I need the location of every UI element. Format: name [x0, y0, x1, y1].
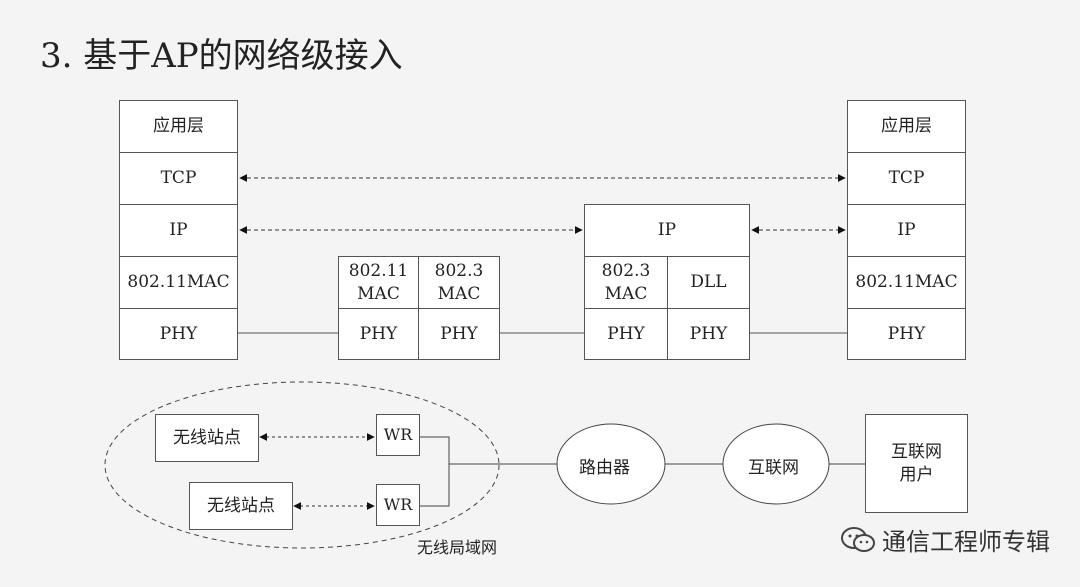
router-phy-right: PHY: [667, 308, 750, 360]
wireless-station-2: 无线站点: [189, 482, 293, 530]
router-node: [556, 423, 666, 505]
internet-user: 互联网 用户: [865, 414, 968, 513]
left-mac-layer: 802.11MAC: [119, 256, 238, 309]
watermark: 通信工程师专辑: [840, 522, 1050, 557]
ap-8023-mac: 802.3 MAC: [418, 256, 500, 309]
ap-80211-mac: 802.11 MAC: [338, 256, 419, 309]
wr-1: WR: [376, 414, 420, 456]
router-ip-layer: IP: [584, 204, 750, 257]
router-8023-mac: 802.3 MAC: [584, 256, 668, 309]
right-app-layer: 应用层: [847, 100, 966, 153]
left-ip-layer: IP: [119, 204, 238, 257]
right-mac-layer: 802.11MAC: [847, 256, 966, 309]
wr-2: WR: [376, 484, 420, 526]
wlan-boundary: [104, 381, 500, 549]
left-app-layer: 应用层: [119, 100, 238, 153]
ap-phy-right: PHY: [418, 308, 500, 360]
wlan-label: 无线局域网: [417, 538, 498, 557]
left-tcp-layer: TCP: [119, 152, 238, 205]
page-title: 3. 基于AP的网络级接入: [40, 36, 403, 76]
wechat-icon: [841, 526, 875, 552]
internet-node: [722, 423, 830, 505]
internet-label: 互联网: [748, 458, 799, 478]
router-phy-left: PHY: [584, 308, 668, 360]
right-phy-layer: PHY: [847, 308, 966, 360]
router-label: 路由器: [579, 458, 630, 478]
wireless-station-1: 无线站点: [155, 414, 259, 462]
left-phy-layer: PHY: [119, 308, 238, 360]
router-dll: DLL: [667, 256, 750, 309]
watermark-text: 通信工程师专辑: [882, 528, 1050, 556]
right-tcp-layer: TCP: [847, 152, 966, 205]
right-ip-layer: IP: [847, 204, 966, 257]
wr-bus: [420, 436, 450, 507]
ap-phy-left: PHY: [338, 308, 419, 360]
